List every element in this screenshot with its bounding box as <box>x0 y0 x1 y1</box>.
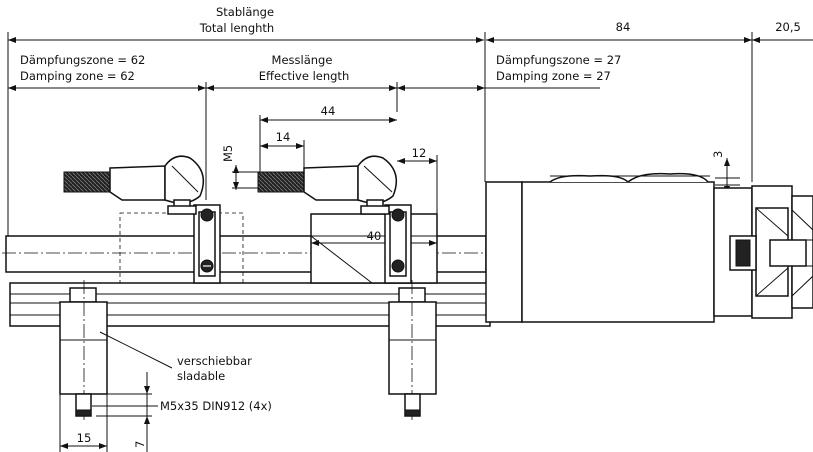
dim-15-label: 15 <box>77 431 92 445</box>
end-hatch-4 <box>791 275 813 297</box>
total-length-label-de: Stablänge <box>216 5 274 19</box>
left-foot-cap <box>69 287 97 303</box>
damp-62-label-en: Damping zone = 62 <box>20 69 135 83</box>
screw-label: M5x35 DIN912 (4x) <box>160 399 272 413</box>
dim-44-label: 44 <box>321 104 336 118</box>
right-foot-block <box>388 301 437 395</box>
right-connector-foot <box>360 205 390 215</box>
total-length-label-en: Total lenghth <box>199 21 274 35</box>
left-connector-body <box>109 165 166 201</box>
right-connector-head <box>357 155 398 204</box>
dim-14-label: 14 <box>276 130 291 144</box>
left-connector-foot <box>167 205 197 215</box>
dim-12-label: 12 <box>412 146 427 160</box>
dim-40-label: 40 <box>367 229 382 243</box>
head-flange <box>485 181 523 323</box>
right-clamp-screw-bot <box>391 259 405 273</box>
left-foot-screw-tip <box>75 409 92 417</box>
meas-label-en: Effective length <box>259 69 349 83</box>
end-hatch-1 <box>755 207 789 237</box>
left-connector-split <box>171 165 199 193</box>
right-foot-screw-tip <box>404 409 421 417</box>
dim-7-label: 7 <box>133 441 147 448</box>
left-cable-thread <box>63 171 111 193</box>
head-body <box>521 181 715 323</box>
right-carriage-block <box>310 213 438 284</box>
end-nut <box>769 239 807 267</box>
end-hatch-2 <box>755 267 789 297</box>
end-connector-knob <box>735 239 751 267</box>
damp-27-label-de: Dämpfungszone = 27 <box>496 53 621 67</box>
right-clamp-screw-top <box>391 208 405 222</box>
slidable-label-en: sladable <box>177 369 225 383</box>
slidable-label-de: verschiebbar <box>177 354 252 368</box>
left-connector-head <box>164 155 205 204</box>
slidable-leader <box>99 331 173 369</box>
damp-27-label-en: Damping zone = 27 <box>496 69 611 83</box>
left-clamp-screw-top <box>200 208 214 222</box>
right-connector-split <box>363 165 393 193</box>
dim-20-5-label: 20,5 <box>775 20 801 34</box>
dim-m5-label: M5 <box>221 145 235 162</box>
damp-62-label-de: Dämpfungszone = 62 <box>20 53 145 67</box>
end-hatch-3 <box>791 209 813 231</box>
right-connector-body <box>303 165 359 201</box>
left-carriage-outline <box>119 212 244 284</box>
dim-84-label: 84 <box>616 20 631 34</box>
left-foot-block <box>59 301 108 395</box>
right-cable-thread <box>257 171 305 193</box>
dim-3-label: 3 <box>711 151 725 158</box>
meas-label-de: Messlänge <box>272 53 333 67</box>
head-top-bumps <box>549 172 709 183</box>
